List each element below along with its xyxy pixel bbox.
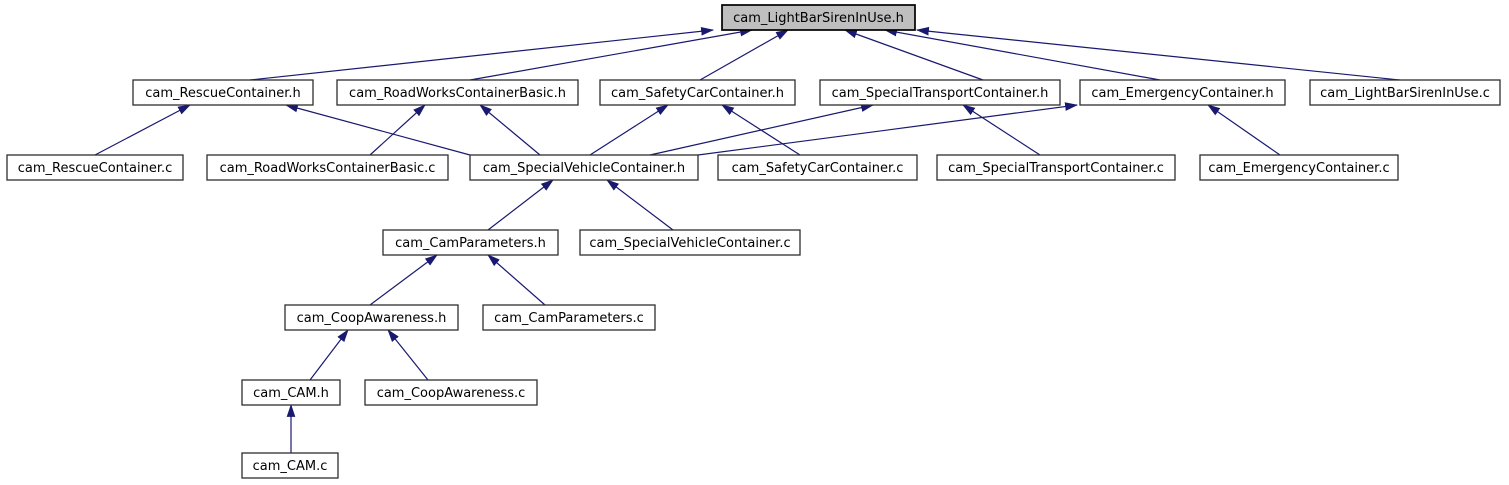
- node-cam_SpecialTransportContainer_c[interactable]: cam_SpecialTransportContainer.c: [936, 154, 1176, 181]
- node-cam_SafetyCarContainer_c[interactable]: cam_SafetyCarContainer.c: [717, 154, 918, 181]
- edge-cam_SpecialVehicleContainer_h-to-cam_SpecialTransportContainer_h: [649, 103, 875, 156]
- node-label: cam_CoopAwareness.c: [377, 386, 526, 401]
- node-cam_SpecialVehicleContainer_h[interactable]: cam_SpecialVehicleContainer.h: [469, 154, 699, 181]
- edge-cam_RescueContainer_c-to-cam_RescueContainer_h: [94, 104, 191, 156]
- edge-cam_SpecialVehicleContainer_c-to-cam_SpecialVehicleContainer_h: [606, 179, 674, 231]
- node-label: cam_RescueContainer.c: [18, 161, 173, 176]
- node-cam_RescueContainer_h[interactable]: cam_RescueContainer.h: [132, 79, 314, 106]
- node-label: cam_RoadWorksContainerBasic.h: [349, 86, 566, 101]
- edge-cam_SpecialVehicleContainer_h-to-cam_EmergencyContainer_h: [697, 102, 1079, 156]
- node-label: cam_SpecialTransportContainer.h: [832, 86, 1049, 101]
- node-cam_SpecialVehicleContainer_c[interactable]: cam_SpecialVehicleContainer.c: [579, 229, 801, 256]
- edge-cam_SafetyCarContainer_h-to-cam_LightBarSirenInUse_h: [699, 29, 789, 81]
- node-cam_CamParameters_h[interactable]: cam_CamParameters.h: [382, 229, 559, 256]
- node-box: [6, 154, 184, 181]
- node-box: [599, 79, 796, 106]
- node-label: cam_CoopAwareness.h: [297, 311, 447, 326]
- node-box: [241, 379, 341, 406]
- node-box: [364, 379, 538, 406]
- edge-cam_RoadWorksContainerBasic_c-to-cam_RoadWorksContainerBasic_h: [369, 104, 426, 156]
- node-cam_EmergencyContainer_h[interactable]: cam_EmergencyContainer.h: [1079, 79, 1286, 106]
- node-label: cam_RoadWorksContainerBasic.c: [220, 161, 436, 176]
- node-cam_CamParameters_c[interactable]: cam_CamParameters.c: [482, 304, 656, 331]
- node-box: [336, 79, 579, 106]
- node-cam_CAM_h[interactable]: cam_CAM.h: [241, 379, 341, 406]
- node-box: [717, 154, 918, 181]
- node-cam_EmergencyContainer_c[interactable]: cam_EmergencyContainer.c: [1199, 154, 1399, 181]
- node-box: [469, 154, 699, 181]
- node-label: cam_CAM.h: [253, 386, 329, 401]
- node-label: cam_LightBarSirenInUse.h: [733, 11, 904, 26]
- node-label: cam_SpecialVehicleContainer.c: [589, 236, 790, 251]
- node-cam_RoadWorksContainerBasic_c[interactable]: cam_RoadWorksContainerBasic.c: [206, 154, 449, 181]
- node-box: [936, 154, 1176, 181]
- node-box: [482, 304, 656, 331]
- node-label: cam_SpecialTransportContainer.c: [948, 161, 1164, 176]
- node-cam_LightBarSirenInUse_c[interactable]: cam_LightBarSirenInUse.c: [1309, 79, 1501, 106]
- node-cam_CAM_c[interactable]: cam_CAM.c: [241, 452, 339, 479]
- edge-cam_RescueContainer_h-to-cam_LightBarSirenInUse_h: [249, 26, 715, 81]
- node-label: cam_SpecialVehicleContainer.h: [483, 161, 685, 176]
- edge-cam_CoopAwareness_h-to-cam_CamParameters_h: [369, 254, 438, 306]
- edge-cam_SpecialVehicleContainer_h-to-cam_RoadWorksContainerBasic_h: [479, 104, 541, 156]
- node-label: cam_CamParameters.c: [494, 311, 644, 326]
- node-box: [206, 154, 449, 181]
- node-box: [1309, 79, 1501, 106]
- edge-cam_EmergencyContainer_h-to-cam_LightBarSirenInUse_h: [883, 27, 1161, 81]
- node-layer: cam_LightBarSirenInUse.h cam_RescueContai…: [6, 4, 1501, 479]
- node-cam_SafetyCarContainer_h[interactable]: cam_SafetyCarContainer.h: [599, 79, 796, 106]
- edge-cam_CAM_h-to-cam_CoopAwareness_h: [309, 329, 349, 381]
- node-cam_CoopAwareness_c[interactable]: cam_CoopAwareness.c: [364, 379, 538, 406]
- node-label: cam_CAM.c: [253, 459, 328, 474]
- edge-cam_SpecialVehicleContainer_h-to-cam_RescueContainer_h: [284, 103, 471, 156]
- node-label: cam_CamParameters.h: [395, 236, 546, 251]
- node-cam_CoopAwareness_h[interactable]: cam_CoopAwareness.h: [284, 304, 459, 331]
- node-label: cam_EmergencyContainer.c: [1208, 161, 1389, 176]
- node-cam_LightBarSirenInUse_h: cam_LightBarSirenInUse.h: [721, 4, 916, 31]
- node-label: cam_SafetyCarContainer.h: [611, 86, 784, 101]
- node-label: cam_EmergencyContainer.h: [1091, 86, 1273, 101]
- node-label: cam_SafetyCarContainer.c: [732, 161, 904, 176]
- node-box: [579, 229, 801, 256]
- node-cam_SpecialTransportContainer_h[interactable]: cam_SpecialTransportContainer.h: [819, 79, 1061, 106]
- node-label: cam_LightBarSirenInUse.c: [1320, 86, 1490, 101]
- node-box: [1079, 79, 1286, 106]
- node-box: [721, 4, 916, 31]
- edge-cam_SpecialVehicleContainer_h-to-cam_SafetyCarContainer_h: [589, 104, 669, 156]
- edge-cam_CoopAwareness_c-to-cam_CoopAwareness_h: [387, 329, 429, 381]
- node-label: cam_RescueContainer.h: [145, 86, 301, 101]
- edge-cam_CamParameters_c-to-cam_CamParameters_h: [487, 254, 546, 306]
- node-box: [241, 452, 339, 479]
- edge-layer: [94, 26, 1401, 453]
- node-box: [819, 79, 1061, 106]
- edge-cam_RoadWorksContainerBasic_h-to-cam_LightBarSirenInUse_h: [469, 27, 754, 81]
- node-box: [1199, 154, 1399, 181]
- edge-cam_SpecialTransportContainer_h-to-cam_LightBarSirenInUse_h: [843, 29, 984, 81]
- edge-cam_LightBarSirenInUse_c-to-cam_LightBarSirenInUse_h: [915, 26, 1401, 81]
- node-cam_RescueContainer_c[interactable]: cam_RescueContainer.c: [6, 154, 184, 181]
- node-box: [132, 79, 314, 106]
- node-box: [382, 229, 559, 256]
- node-box: [284, 304, 459, 331]
- edge-cam_EmergencyContainer_c-to-cam_EmergencyContainer_h: [1207, 104, 1281, 156]
- node-cam_RoadWorksContainerBasic_h[interactable]: cam_RoadWorksContainerBasic.h: [336, 79, 579, 106]
- edge-cam_CamParameters_h-to-cam_SpecialVehicleContainer_h: [487, 179, 554, 231]
- edge-cam_SpecialTransportContainer_c-to-cam_SpecialTransportContainer_h: [962, 104, 1041, 156]
